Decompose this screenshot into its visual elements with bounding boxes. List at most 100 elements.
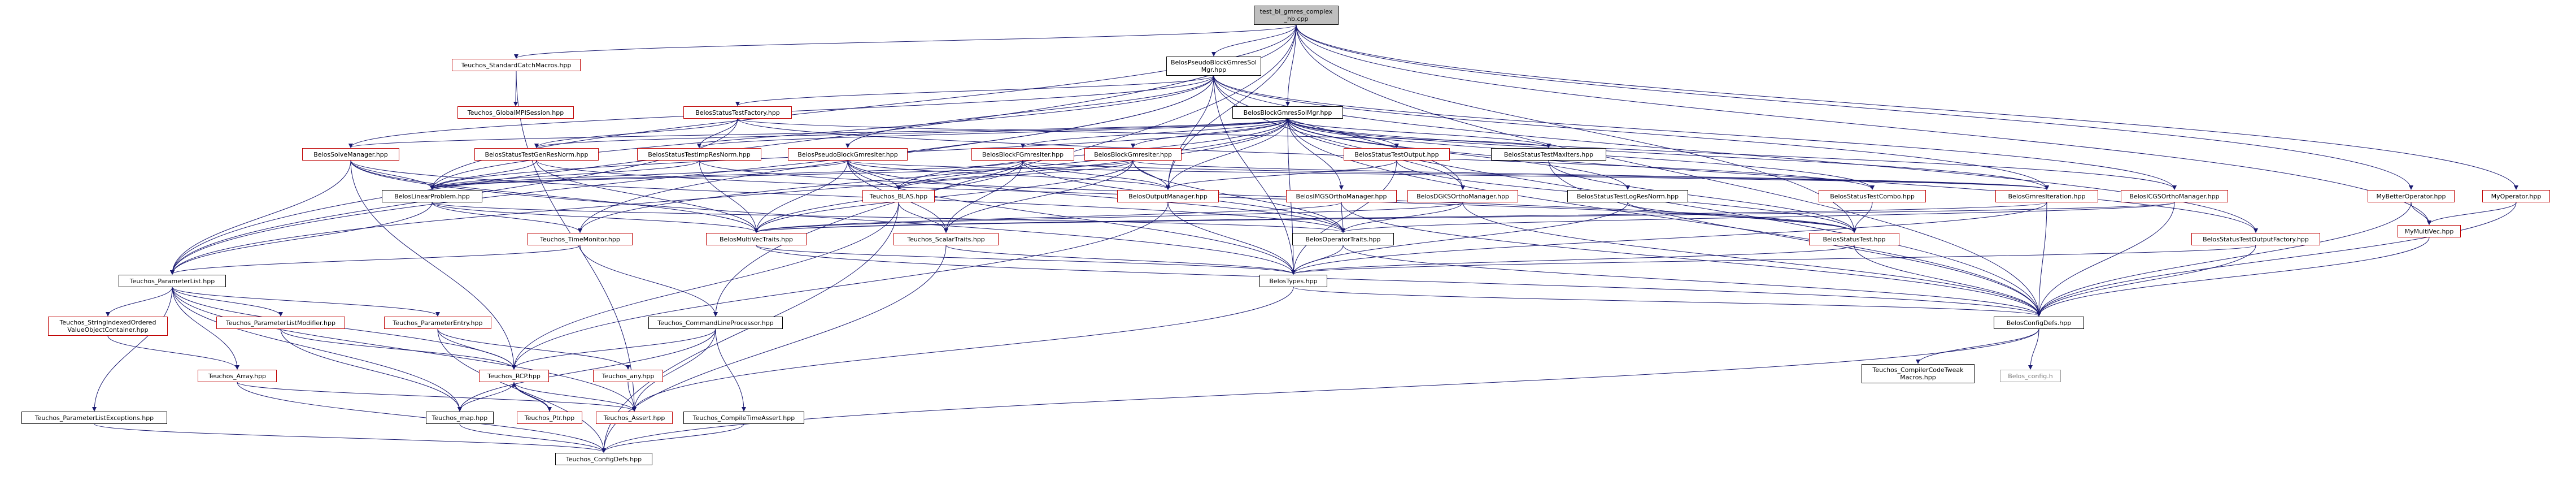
node-pentry[interactable]: Teuchos_ParameterEntry.hpp xyxy=(384,317,491,329)
edge-solvemgr-to-rcp xyxy=(350,160,516,370)
edge-pbgsm-to-icgs xyxy=(1213,75,2177,190)
node-assert[interactable]: Teuchos_Assert.hpp xyxy=(596,412,673,424)
node-scalar[interactable]: Teuchos_ScalarTraits.hpp xyxy=(893,233,999,245)
node-genres[interactable]: BelosStatusTestGenResNorm.hpp xyxy=(474,148,599,161)
node-outmgr[interactable]: BelosOutputManager.hpp xyxy=(1117,190,1219,202)
node-stmax[interactable]: BelosStatusTestMaxIters.hpp xyxy=(1491,148,1606,161)
edge-pentry-to-any xyxy=(437,328,630,370)
node-bgsm[interactable]: BelosBlockGmresSolMgr.hpp xyxy=(1232,106,1343,119)
edge-bgiter-to-mvtraits xyxy=(754,160,1134,233)
node-impres[interactable]: BelosStatusTestImpResNorm.hpp xyxy=(637,148,761,161)
node-belosconfig: Belos_config.h xyxy=(2000,370,2061,382)
edge-linprob-to-plist xyxy=(170,202,433,275)
edge-combo-to-sttest xyxy=(1852,202,1873,233)
node-ptr[interactable]: Teuchos_Ptr.hpp xyxy=(517,412,582,424)
edge-root-to-mybetter xyxy=(1296,24,2413,190)
edge-scalar-to-types xyxy=(945,245,1296,275)
edge-root-to-outmgr xyxy=(1166,24,1297,190)
edge-ptr-to-rcp xyxy=(512,382,550,412)
node-plist[interactable]: Teuchos_ParameterList.hpp xyxy=(119,275,226,287)
node-logres[interactable]: BelosStatusTestLogResNorm.hpp xyxy=(1567,190,1688,202)
node-types[interactable]: BelosTypes.hpp xyxy=(1259,275,1327,287)
node-tconfig[interactable]: Teuchos_ConfigDefs.hpp xyxy=(555,453,652,465)
node-blas[interactable]: Teuchos_BLAS.hpp xyxy=(862,190,935,202)
edge-pentry-to-tconfig xyxy=(437,328,606,453)
edge-bgsm-to-imgs xyxy=(1287,118,1344,190)
edge-pbgsm-to-plist xyxy=(170,75,1214,275)
edge-stfac-to-impres xyxy=(697,118,738,148)
edge-myop-to-config xyxy=(2037,202,2517,317)
edge-root-to-bgsm xyxy=(1285,24,1297,106)
node-strindexed[interactable]: Teuchos_StringIndexedOrdered ValueObject… xyxy=(48,317,168,336)
node-catch[interactable]: Teuchos_StandardCatchMacros.hpp xyxy=(452,59,581,71)
edge-gmresiter-to-types xyxy=(1291,202,2047,275)
node-outfac[interactable]: BelosStatusTestOutputFactory.hpp xyxy=(2191,233,2320,245)
edge-bgsm-to-outmgr xyxy=(1166,118,1288,190)
edge-pbgiter-to-outmgr xyxy=(847,160,1170,190)
node-timemon[interactable]: Teuchos_TimeMonitor.hpp xyxy=(528,233,633,245)
edge-bfgiter-to-linprob xyxy=(430,160,1023,190)
edge-bgiter-to-linprob xyxy=(430,160,1134,190)
edge-linprob-to-optraits xyxy=(431,202,1345,233)
edge-gmresiter-to-mvtraits xyxy=(754,202,2047,233)
node-gmresiter[interactable]: BelosGmresIteration.hpp xyxy=(1995,190,2098,202)
node-icgs[interactable]: BelosICGSOrthoManager.hpp xyxy=(2121,190,2228,202)
edge-strindexed-to-array xyxy=(107,335,239,370)
edge-pbgiter-to-gmresiter xyxy=(847,160,2049,190)
node-config[interactable]: BelosConfigDefs.hpp xyxy=(1994,317,2084,329)
edge-impres-to-mvtraits xyxy=(699,160,759,233)
edge-bgsm-to-stout xyxy=(1287,118,1399,148)
node-sttest[interactable]: BelosStatusTest.hpp xyxy=(1809,233,1899,245)
node-pbgsm[interactable]: BelosPseudoBlockGmresSol Mgr.hpp xyxy=(1166,57,1261,76)
node-mymv[interactable]: MyMultiVec.hpp xyxy=(2398,225,2461,237)
edge-bgsm-to-genres xyxy=(534,118,1288,148)
node-pbgiter[interactable]: BelosPseudoBlockGmresIter.hpp xyxy=(788,148,908,161)
edge-sttest-to-config xyxy=(1854,245,2041,317)
node-map[interactable]: Teuchos_map.hpp xyxy=(426,412,494,424)
node-stfac[interactable]: BelosStatusTestFactory.hpp xyxy=(683,106,792,119)
node-solvemgr[interactable]: BelosSolveManager.hpp xyxy=(302,148,399,161)
edge-config-to-cct xyxy=(1916,328,2039,364)
node-imgs[interactable]: BelosIMGSOrthoManager.hpp xyxy=(1286,190,1397,202)
edge-plist-to-plexc xyxy=(92,287,173,412)
node-bfgiter[interactable]: BelosBlockFGmresIter.hpp xyxy=(971,148,1074,161)
node-optraits[interactable]: BelosOperatorTraits.hpp xyxy=(1292,233,1394,245)
node-linprob[interactable]: BelosLinearProblem.hpp xyxy=(382,190,482,202)
node-cta[interactable]: Teuchos_CompileTimeAssert.hpp xyxy=(683,412,804,424)
node-gmpi[interactable]: Teuchos_GlobalMPISession.hpp xyxy=(457,106,574,119)
edge-bgiter-to-blas xyxy=(896,160,1134,190)
node-bgiter[interactable]: BelosBlockGmresIter.hpp xyxy=(1084,148,1182,161)
edge-logres-to-sttest xyxy=(1627,202,1856,233)
edge-bgsm-to-icgs xyxy=(1287,118,2177,190)
node-any[interactable]: Teuchos_any.hpp xyxy=(593,370,663,382)
edge-plmod-to-rcp xyxy=(280,328,516,370)
node-stout[interactable]: BelosStatusTestOutput.hpp xyxy=(1344,148,1450,161)
node-plexc[interactable]: Teuchos_ParameterListExceptions.hpp xyxy=(21,412,167,424)
edge-stout-to-outmgr xyxy=(1166,160,1397,190)
node-rcp[interactable]: Teuchos_RCP.hpp xyxy=(479,370,549,382)
node-dgks[interactable]: BelosDGKSOrthoManager.hpp xyxy=(1407,190,1518,202)
edge-types-to-assert xyxy=(632,287,1294,412)
edge-solvemgr-to-types xyxy=(350,160,1296,275)
node-mvtraits[interactable]: BelosMultiVecTraits.hpp xyxy=(706,233,807,245)
edge-gmresiter-to-config xyxy=(2037,202,2047,317)
edge-plist-to-array xyxy=(172,287,239,370)
edge-outfac-to-config xyxy=(2037,245,2256,317)
node-combo[interactable]: BelosStatusTestCombo.hpp xyxy=(1819,190,1926,202)
edge-icgs-to-mvtraits xyxy=(754,202,2175,233)
edge-bgsm-to-outfac xyxy=(1287,118,2258,233)
node-mybetter[interactable]: MyBetterOperator.hpp xyxy=(2368,190,2455,202)
edge-genres-to-mvtraits xyxy=(536,160,759,233)
node-clp[interactable]: Teuchos_CommandLineProcessor.hpp xyxy=(648,317,783,329)
node-plmod[interactable]: Teuchos_ParameterListModifier.hpp xyxy=(216,317,345,329)
edge-timemon-to-clp xyxy=(579,245,718,317)
edge-plmod-to-map xyxy=(280,328,462,412)
edge-plexc-to-tconfig xyxy=(94,423,606,453)
edge-imgs-to-config xyxy=(1341,202,2041,317)
edge-root-to-pbgsm xyxy=(1211,24,1297,57)
node-array[interactable]: Teuchos_Array.hpp xyxy=(198,370,277,382)
node-cct[interactable]: Teuchos_CompilerCodeTweak Macros.hpp xyxy=(1862,364,1975,383)
node-myop[interactable]: MyOperator.hpp xyxy=(2482,190,2550,202)
edge-bfgiter-to-blas xyxy=(896,160,1023,190)
edge-root-to-clp xyxy=(713,24,1297,317)
